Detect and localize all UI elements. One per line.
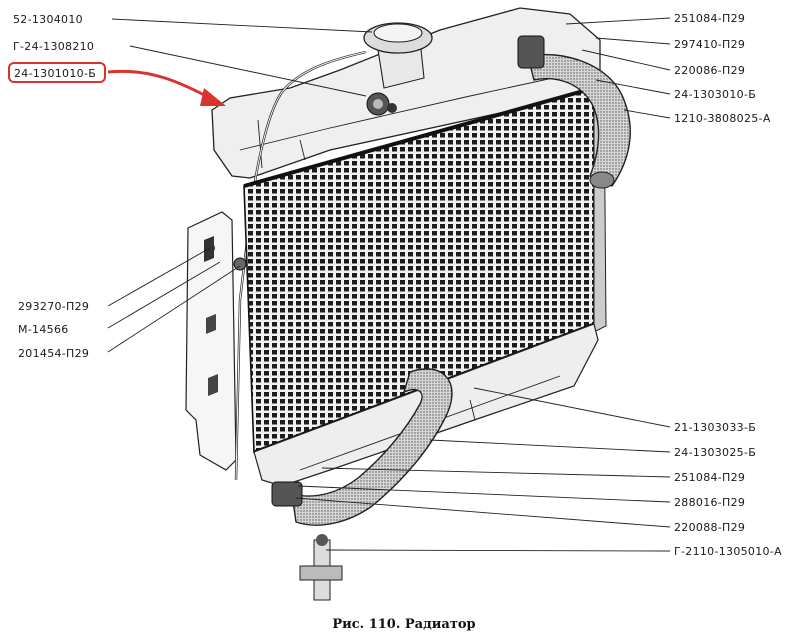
upper-tank [211,7,601,179]
part-label: 21-1303033-Б [674,421,756,434]
part-label: 251084-П29 [674,471,745,484]
drain-tap [299,534,343,601]
part-label: 201454-П29 [18,347,89,360]
highlight-box [8,62,106,83]
part-label: 24-1303025-Б [674,446,756,459]
part-label: 220088-П29 [674,521,745,534]
washer [233,257,247,271]
part-label: М-14566 [18,323,69,336]
part-label-highlighted: 24-1301010-Б [14,67,96,80]
part-label: 52-1304010 [13,13,83,26]
lower-hose [291,368,453,526]
leader-lines [107,17,671,552]
part-label: 297410-П29 [674,38,745,51]
part-label: 293270-П29 [18,300,89,313]
part-label: 24-1303010-Б [674,88,756,101]
part-label: 288016-П29 [674,496,745,509]
labels-left: 52-1304010 Г-24-1308210 24-1301010-Б 293… [8,13,106,360]
highlight-arrow [107,69,226,106]
upper-hose [527,53,631,187]
lower-hose-clamp [271,481,303,507]
part-label: Г-2110-1305010-А [674,545,782,558]
part-label: 220086-П29 [674,64,745,77]
part-label: 1210-3808025-А [674,112,771,125]
upper-hose-clamp [517,35,545,69]
part-label: 251084-П29 [674,12,745,25]
figure-caption: Рис. 110. Радиатор [332,617,475,632]
part-label: Г-24-1308210 [13,40,94,53]
radiator-illustration [185,7,631,601]
labels-right: 251084-П29 297410-П29 220086-П29 24-1303… [674,12,782,558]
